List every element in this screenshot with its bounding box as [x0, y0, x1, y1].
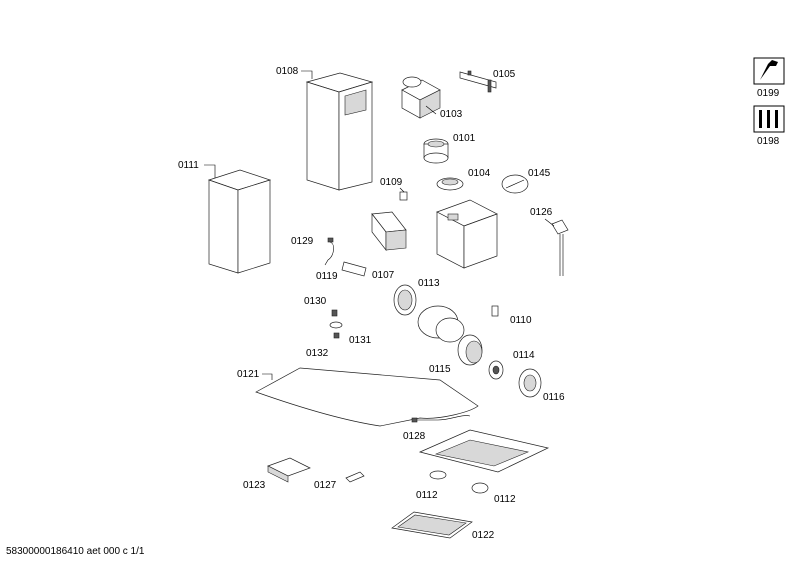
label-0109: 0109 — [380, 177, 403, 188]
part-0131-washer — [329, 321, 343, 329]
leader-0126 — [544, 218, 555, 227]
label-0101: 0101 — [453, 133, 476, 144]
part-0119-bracket — [341, 261, 367, 277]
label-0145: 0145 — [528, 168, 551, 179]
tool-0199-wrench-icon — [753, 57, 785, 85]
part-0109-clip — [399, 191, 408, 201]
part-fan-housing — [417, 305, 465, 343]
part-0101-connector-ring — [423, 138, 449, 164]
part-0103-air-outlet — [401, 76, 441, 119]
leader-0121 — [262, 373, 273, 380]
part-0112-knob-a — [429, 470, 447, 480]
label-0129: 0129 — [291, 236, 314, 247]
label-0104: 0104 — [468, 168, 491, 179]
label-0112a: 0112 — [416, 490, 438, 501]
label-0130: 0130 — [304, 296, 327, 307]
part-0112-knob-b — [471, 482, 489, 494]
part-0127-bar — [345, 471, 365, 483]
part-0111-lower-chimney — [207, 169, 272, 274]
leader-0108 — [301, 70, 313, 79]
label-0108: 0108 — [276, 66, 299, 77]
part-control-base — [418, 429, 550, 473]
label-0128: 0128 — [403, 431, 426, 442]
label-0122: 0122 — [472, 530, 495, 541]
tool-0198-tools-icon — [753, 105, 785, 133]
label-0115: 0115 — [429, 364, 451, 375]
part-0129-cable — [324, 237, 334, 266]
label-0198: 0198 — [757, 136, 780, 147]
label-0111: 0111 — [178, 160, 199, 171]
label-0123: 0123 — [243, 480, 266, 491]
part-0121-glass-canopy — [255, 367, 479, 427]
label-0131: 0131 — [349, 335, 372, 346]
label-0114: 0114 — [513, 350, 535, 361]
part-0104-damper-valve — [436, 177, 464, 191]
part-0126-power-cable — [551, 219, 569, 276]
part-0145-round-plate — [501, 174, 529, 194]
label-0132: 0132 — [306, 348, 329, 359]
label-0103: 0103 — [440, 109, 463, 120]
part-0114-motor — [488, 360, 504, 380]
part-0115-blower-wheel — [457, 334, 483, 366]
leader-0111 — [204, 164, 216, 178]
part-0116-round-cover — [518, 368, 542, 398]
part-0130-screw — [331, 309, 338, 317]
part-0122-grease-filter — [391, 511, 473, 539]
label-0199: 0199 — [757, 88, 780, 99]
label-0110: 0110 — [510, 315, 532, 326]
label-0126: 0126 — [530, 207, 553, 218]
label-0127: 0127 — [314, 480, 337, 491]
label-0116: 0116 — [543, 392, 565, 403]
part-0123-filter — [267, 457, 311, 483]
leader-0109 — [399, 187, 405, 193]
part-0113-fan-ring — [393, 284, 417, 316]
part-0108-upper-chimney — [305, 72, 374, 191]
part-0128-cable — [411, 415, 471, 423]
label-0112b: 0112 — [494, 494, 516, 505]
document-id: 58300000186410 aet 000 c 1/1 — [6, 546, 145, 557]
part-0110-small-part — [491, 305, 499, 317]
label-0107: 0107 — [372, 270, 395, 281]
label-0105: 0105 — [493, 69, 516, 80]
part-0132-nut — [333, 332, 340, 339]
label-0121: 0121 — [237, 369, 260, 380]
label-0119: 0119 — [316, 271, 338, 282]
part-motor-housing-box — [436, 199, 498, 269]
part-0107-grille — [371, 211, 407, 252]
label-0113: 0113 — [418, 278, 440, 289]
part-0105-bracket — [459, 70, 497, 93]
leader-0103 — [425, 105, 437, 115]
